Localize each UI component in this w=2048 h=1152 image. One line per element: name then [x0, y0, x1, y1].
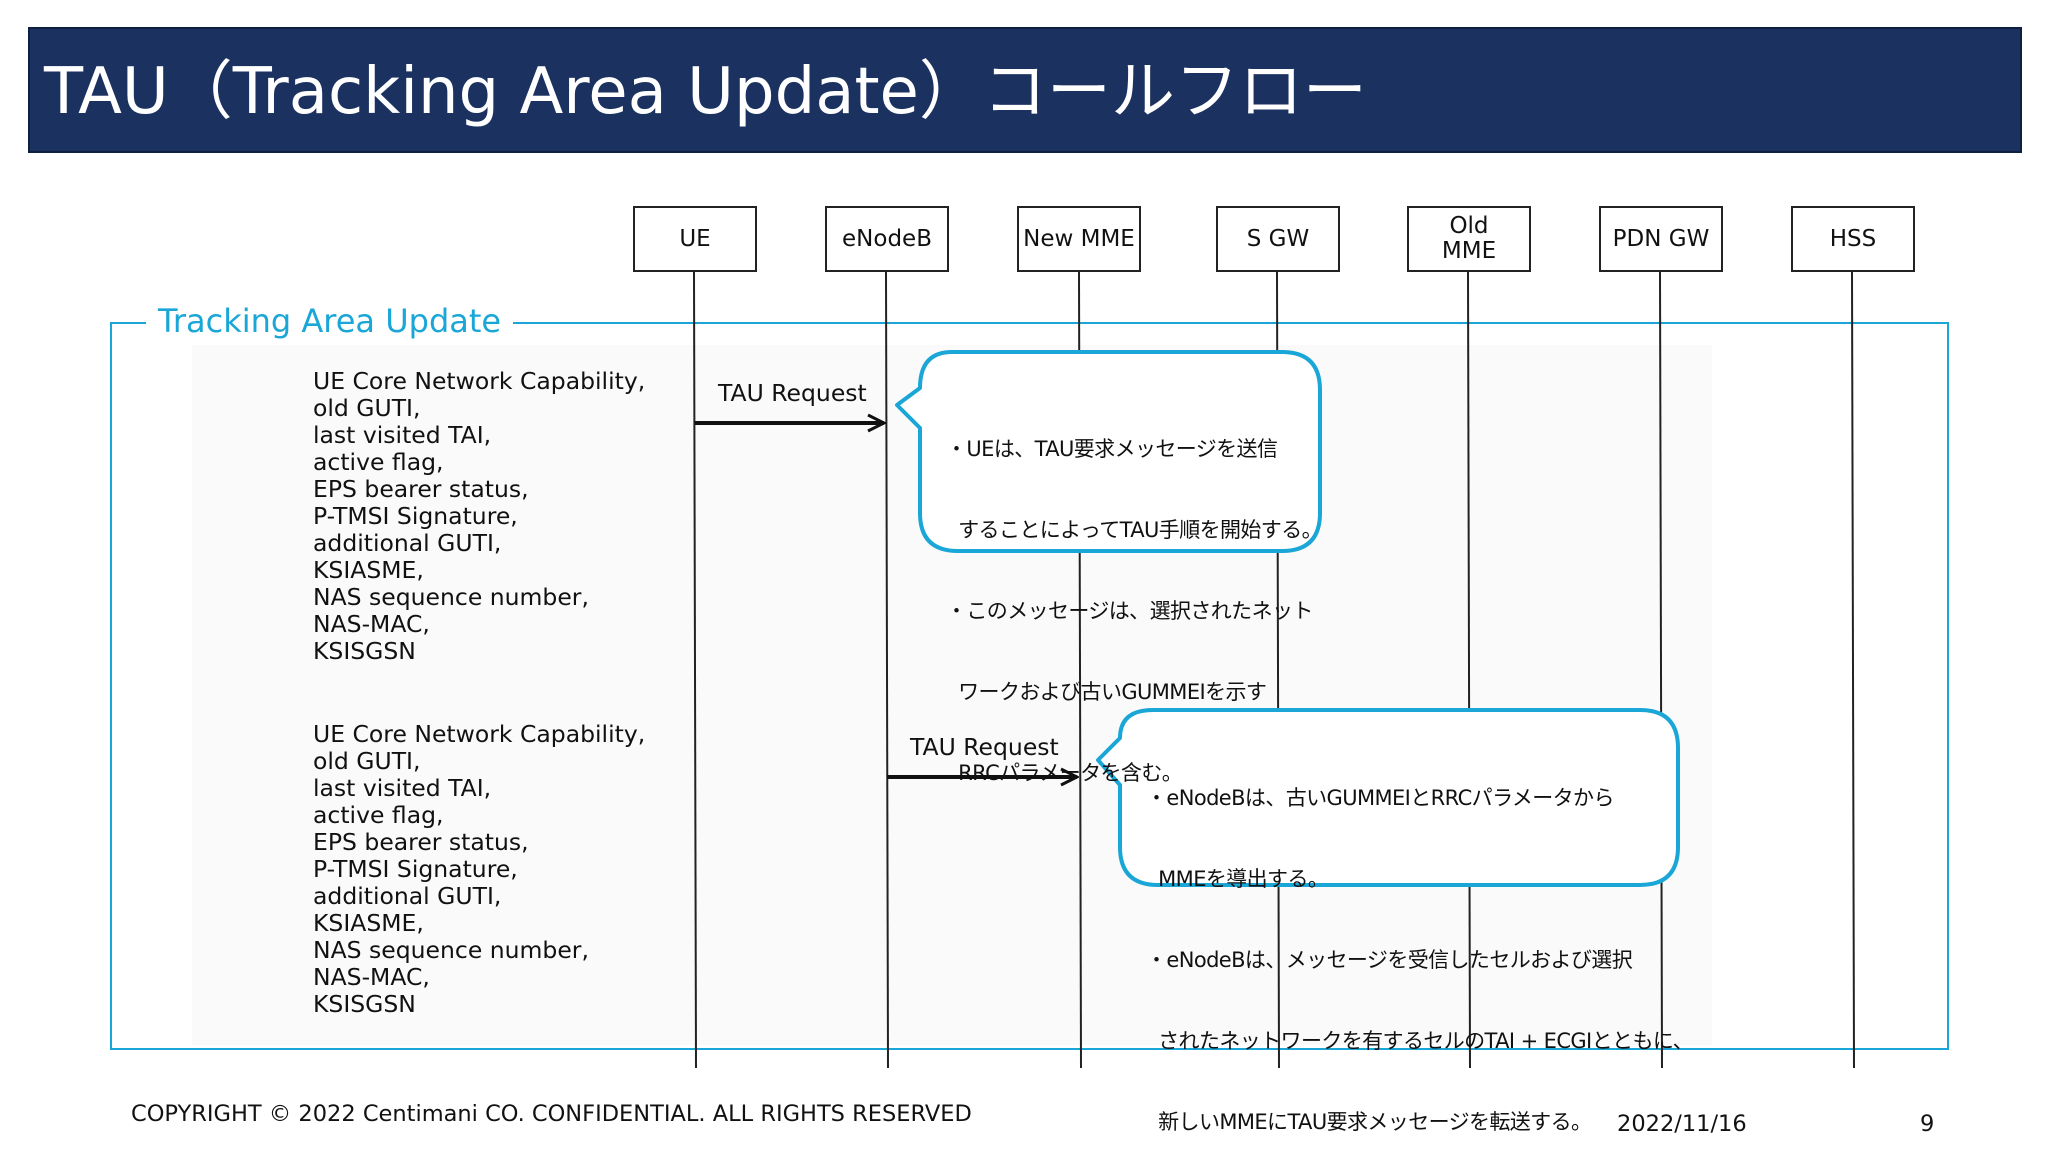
entity-new-mme: New MME: [1017, 206, 1141, 272]
message-2-parameters: UE Core Network Capability, old GUTI, la…: [313, 721, 645, 1018]
title-bar: [28, 27, 2022, 153]
parameter-line: NAS sequence number,: [313, 936, 589, 964]
callout-line: 新しいMMEにTAU要求メッセージを転送する。: [1146, 1110, 1592, 1134]
entity-hss: HSS: [1791, 206, 1915, 272]
parameter-line: old GUTI,: [313, 747, 421, 775]
lifeline-old-mme: [1467, 271, 1471, 1069]
lifeline-ue: [693, 271, 697, 1069]
parameter-line: UE Core Network Capability,: [313, 720, 646, 748]
parameter-line: last visited TAI,: [313, 774, 492, 802]
parameter-line: KSIASME,: [313, 556, 424, 584]
page-number: 9: [1920, 1111, 1935, 1137]
parameter-line: NAS sequence number,: [313, 583, 589, 611]
lifeline-enodeb: [885, 271, 889, 1069]
parameter-line: P-TMSI Signature,: [313, 855, 518, 883]
parameter-line: active flag,: [313, 801, 444, 829]
callout-line: MMEを導出する。: [1146, 867, 1329, 891]
message-2-label: TAU Request: [910, 733, 1059, 761]
parameter-line: KSISGSN: [313, 637, 416, 665]
callout-line: ・eNodeBは、古いGUMMEIとRRCパラメータから: [1146, 786, 1614, 810]
callout-line: ワークおよび古いGUMMEIを示す: [946, 680, 1267, 704]
parameter-line: EPS bearer status,: [313, 475, 529, 503]
callout-2-text: ・eNodeBは、古いGUMMEIとRRCパラメータから MMEを導出する。 ・…: [1146, 731, 1694, 1152]
group-label: Tracking Area Update: [146, 300, 514, 342]
parameter-line: EPS bearer status,: [313, 828, 529, 856]
parameter-line: last visited TAI,: [313, 421, 492, 449]
footer-copyright: COPYRIGHT © 2022 Centimani CO. CONFIDENT…: [131, 1101, 972, 1127]
callout-line: ・eNodeBは、メッセージを受信したセルおよび選択: [1146, 948, 1633, 972]
parameter-line: UE Core Network Capability,: [313, 367, 646, 395]
message-1-parameters: UE Core Network Capability, old GUTI, la…: [313, 368, 645, 665]
parameter-line: additional GUTI,: [313, 882, 502, 910]
parameter-line: NAS-MAC,: [313, 610, 430, 638]
callout-line: ・UEは、TAU要求メッセージを送信: [946, 437, 1278, 461]
entity-pdn-gw: PDN GW: [1599, 206, 1723, 272]
parameter-line: P-TMSI Signature,: [313, 502, 518, 530]
lifeline-hss: [1851, 271, 1855, 1069]
footer-date: 2022/11/16: [1617, 1111, 1747, 1137]
callout-line: RRCパラメータを含む。: [946, 761, 1183, 785]
entity-ue: UE: [633, 206, 757, 272]
lifeline-pdn-gw: [1659, 271, 1663, 1069]
slide-title: TAU（Tracking Area Update）コールフロー: [44, 55, 1367, 129]
parameter-line: old GUTI,: [313, 394, 421, 422]
entity-old-mme: Old MME: [1407, 206, 1531, 272]
message-1-label: TAU Request: [718, 379, 867, 407]
entity-sgw: S GW: [1216, 206, 1340, 272]
entity-enodeb: eNodeB: [825, 206, 949, 272]
callout-bubble-1: [895, 350, 1322, 553]
callout-line: されたネットワークを有するセルのTAI + ECGIとともに、: [1146, 1029, 1694, 1053]
callout-line: ・このメッセージは、選択されたネット: [946, 599, 1313, 623]
parameter-line: NAS-MAC,: [313, 963, 430, 991]
parameter-line: KSISGSN: [313, 990, 416, 1018]
parameter-line: active flag,: [313, 448, 444, 476]
group-frame: [110, 322, 1949, 1050]
parameter-line: KSIASME,: [313, 909, 424, 937]
callout-1-text: ・UEは、TAU要求メッセージを送信 することによってTAU手順を開始する。 ・…: [946, 382, 1323, 841]
callout-bubble-2: [1096, 708, 1680, 887]
parameter-line: additional GUTI,: [313, 529, 502, 557]
callout-line: することによってTAU手順を開始する。: [946, 518, 1323, 542]
